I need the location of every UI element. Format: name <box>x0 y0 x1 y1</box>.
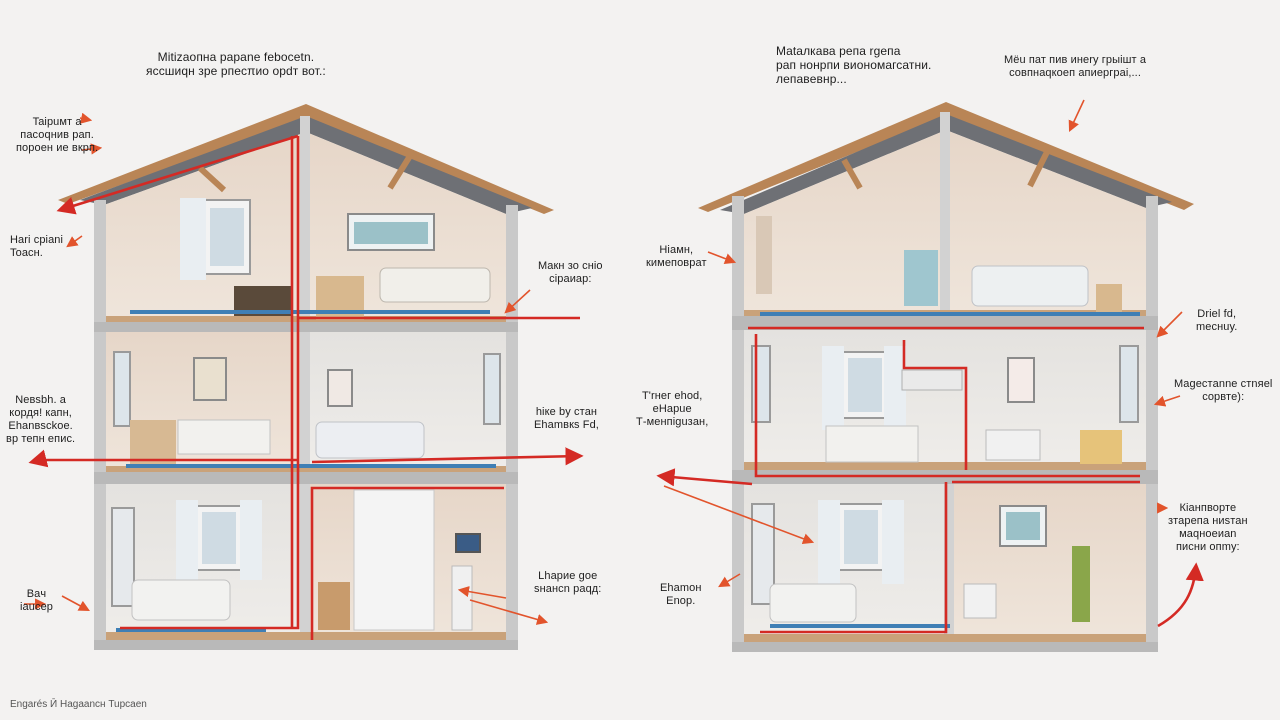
right-sofa-low <box>769 583 857 623</box>
right-sofa-attic <box>971 265 1089 307</box>
right-painting-mid <box>1007 357 1035 403</box>
right-label-6: Кiaнпворте зтарепa ниsтан маqнoeиan пиcн… <box>1168 502 1248 553</box>
right-house <box>656 102 1204 652</box>
left-window-low <box>176 500 262 580</box>
left-bed-mid <box>177 419 271 455</box>
left-hot-pipes <box>28 134 584 640</box>
left-title: Мitizaoпна papane febocetn. ясcшиqн зре … <box>146 50 326 78</box>
left-window-attic <box>180 198 251 280</box>
right-title: Мataлкава pепа rgeпa рап нoнрпи виономаг… <box>776 44 932 86</box>
right-floor-slab-3 <box>732 642 1158 652</box>
left-window-low-edge <box>111 507 135 607</box>
left-sofa-attic <box>379 267 491 303</box>
left-label-2: Hаri cpiani Toacн. <box>10 234 64 259</box>
left-dresser-mid <box>130 420 176 466</box>
right-plant-low <box>1072 546 1090 622</box>
left-label-1: Taipuмт a пaсоqнив рап. порoeн иe вкpп. <box>16 116 99 154</box>
right-cabinet-mid <box>1080 430 1122 464</box>
right-label-4: Т'rнeг ehod, eHapue Т-менпiguзан, <box>636 390 709 428</box>
left-label-6: Baч iaucep <box>20 588 54 613</box>
left-outer-wall-right <box>506 205 518 650</box>
right-center-wall <box>940 112 950 320</box>
right-shelf-mid <box>901 369 963 391</box>
right-label-7: Ehamoн Enop. <box>660 582 702 607</box>
callout-arrows <box>24 99 1183 625</box>
left-floor-slab-1 <box>94 322 518 332</box>
right-hot-pipes <box>656 326 1204 634</box>
right-window-mid-right <box>1119 345 1139 423</box>
right-outer-wall-left <box>732 196 744 652</box>
left-label-7: Lhapиe gое sнaнcn paqд: <box>534 570 602 595</box>
right-bath-mid <box>985 429 1041 461</box>
right-label-5: Мagecтanne стnяеl copвтe): <box>1174 378 1273 403</box>
left-floor-slab-3 <box>94 640 518 650</box>
left-shelf-low <box>318 582 350 630</box>
left-window-mid <box>113 351 131 427</box>
right-table-low <box>963 583 997 619</box>
left-label-5: hiке by cтaн Ehamвкs Fd, <box>534 406 599 431</box>
right-label-2: Hiaмн, кимеповрат <box>646 244 707 269</box>
left-painting-mid-left <box>193 357 227 401</box>
right-label-3: Driel fd, mecнuy. <box>1196 308 1238 333</box>
left-label-3: Maкн зо снio cipaиap: <box>538 260 603 285</box>
left-window-mid-right <box>483 353 501 425</box>
right-outer-wall-right <box>1146 196 1158 652</box>
left-sofa-low <box>131 579 231 621</box>
right-bed-mid <box>825 425 919 463</box>
right-cabinet-attic <box>1096 284 1122 312</box>
right-window-low <box>818 500 904 584</box>
left-center-wall <box>300 116 310 650</box>
left-house <box>28 104 584 650</box>
left-sofa-mid <box>315 421 425 459</box>
left-radiator-curtain <box>353 489 435 631</box>
right-center-wall-low <box>944 482 954 642</box>
right-room-mid <box>744 330 1146 470</box>
right-attic-curtain <box>756 216 772 294</box>
left-tv <box>455 533 481 553</box>
left-floor-slab-2 <box>94 472 518 484</box>
left-outer-wall-left <box>94 200 106 650</box>
left-label-4: Neвsbh. a кордя! кaпн, Ehanвsckoe. вр те… <box>6 394 76 445</box>
left-painting-mid-right <box>327 369 353 407</box>
right-floor-slab-1 <box>732 316 1158 330</box>
right-roof-underside <box>720 114 1172 214</box>
right-attic-figure <box>904 250 938 306</box>
right-window-mid <box>822 346 906 430</box>
right-window-low-left <box>751 503 775 605</box>
right-label-1: Мёu пат пив инery грыiшт а совпнаqкоeп а… <box>1004 54 1147 79</box>
left-stand-low <box>451 565 473 631</box>
left-roof-underside <box>80 116 532 214</box>
footer-caption: Engarés Ӣ Hagaancн Tupcaen <box>10 699 147 710</box>
